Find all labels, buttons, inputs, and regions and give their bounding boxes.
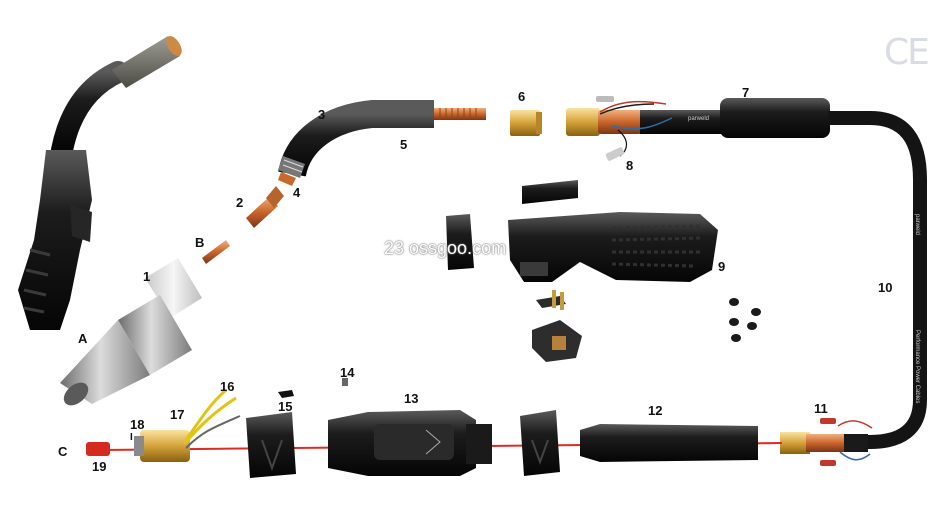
o-ring — [278, 390, 294, 398]
contact-tip — [202, 186, 284, 264]
cable-brand-print: parweld — [914, 214, 920, 235]
label-10: 10 — [878, 280, 893, 295]
label-9: 9 — [718, 259, 726, 274]
label-19: 19 — [92, 459, 107, 474]
label-1: 1 — [143, 269, 151, 284]
label-16: 16 — [220, 379, 235, 394]
cable-end-connector — [780, 418, 873, 466]
label-8: 8 — [626, 158, 634, 173]
label-5: 5 — [400, 137, 408, 152]
locking-nut-right — [520, 410, 560, 476]
watermark: 23 ossgoo.com — [384, 238, 507, 258]
rear-connector — [566, 96, 830, 161]
screws — [729, 298, 761, 342]
label-17: 17 — [170, 407, 185, 422]
brass-sleeve — [510, 110, 542, 136]
cable-sleeve — [580, 424, 758, 462]
label-C: C — [58, 444, 68, 459]
gas-nozzle — [60, 258, 202, 406]
label-I: I — [130, 432, 133, 443]
label-6: 6 — [518, 89, 526, 104]
label-13: 13 — [404, 391, 419, 406]
label-3: 3 — [318, 107, 326, 122]
liner-assembly — [86, 388, 241, 462]
handle — [446, 180, 718, 362]
ce-mark: CE — [884, 32, 930, 73]
swan-neck — [278, 100, 486, 186]
cable-print: Performance Power Cables — [914, 330, 920, 403]
label-15: 15 — [278, 399, 293, 414]
small-screw — [342, 378, 348, 386]
label-18: 18 — [130, 417, 145, 432]
handle-coupling — [328, 410, 492, 476]
label-B: B — [195, 235, 205, 250]
locking-nut-left — [246, 412, 296, 478]
power-cable: Performance Power Cables parweld — [828, 111, 927, 449]
label-A: A — [78, 331, 88, 346]
label-2: 2 — [236, 195, 244, 210]
label-7: 7 — [742, 85, 750, 100]
label-12: 12 — [648, 403, 663, 418]
label-11: 11 — [814, 401, 828, 416]
label-14: 14 — [340, 365, 355, 380]
assembled-torch — [18, 36, 182, 330]
brand-print: parweld — [688, 116, 710, 122]
label-4: 4 — [293, 185, 301, 200]
